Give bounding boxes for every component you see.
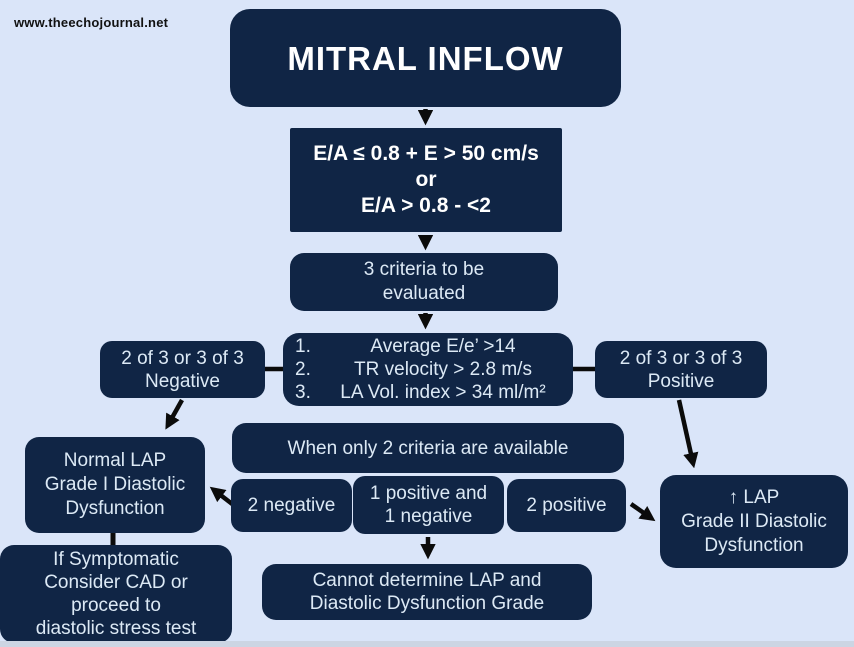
criteria-item: 1. Average E/e’ >14 (287, 335, 565, 358)
when-only-text: When only 2 criteria are available (287, 437, 569, 459)
cannot-line-2: Diastolic Dysfunction Grade (309, 593, 545, 614)
title-text: MITRAL INFLOW (287, 39, 564, 77)
criteria-text: TR velocity > 2.8 m/s (354, 359, 532, 380)
elevated-lap-box: ↑ LAP Grade II Diastolic Dysfunction (660, 475, 848, 568)
ea-criteria-box: E/A ≤ 0.8 + E > 50 cm/s or E/A > 0.8 - <… (290, 128, 562, 232)
criteria-number: 1. (295, 336, 311, 357)
criteria-item: 2. TR velocity > 2.8 m/s (287, 358, 565, 381)
normal-lap-line-3: Dysfunction (65, 498, 165, 519)
normal-lap-box: Normal LAP Grade I Diastolic Dysfunction (25, 437, 205, 533)
criteria-header-line-1: 3 criteria to be (363, 259, 485, 280)
criteria-list-box: 1. Average E/e’ >14 2. TR velocity > 2.8… (283, 333, 573, 406)
criteria-header-line-2: evaluated (382, 283, 466, 304)
criteria-text: Average E/e’ >14 (370, 336, 516, 357)
positive-line-2: Positive (647, 370, 715, 392)
negative-branch-box: 2 of 3 or 3 of 3 Negative (100, 341, 265, 398)
symptomatic-box: If Symptomatic Consider CAD or proceed t… (0, 545, 232, 643)
criteria-number: 3. (295, 382, 311, 403)
negative-line-1: 2 of 3 or 3 of 3 (121, 347, 244, 369)
symptomatic-line-3: proceed to (71, 595, 161, 616)
negative-line-2: Negative (145, 370, 220, 392)
positive-line-1: 2 of 3 or 3 of 3 (619, 347, 743, 369)
symptomatic-line-4: diastolic stress test (35, 618, 197, 639)
criteria-item: 3. LA Vol. index > 34 ml/m² (287, 381, 565, 404)
when-only-two-criteria-box: When only 2 criteria are available (232, 423, 624, 473)
one-pos-line-2: 1 negative (384, 506, 473, 527)
ea-line-1: E/A ≤ 0.8 + E > 50 cm/s (313, 142, 539, 165)
bottom-border-strip (0, 641, 854, 647)
criteria-number: 2. (295, 359, 311, 380)
elevated-lap-line-2: Grade II Diastolic (681, 510, 827, 532)
criteria-text: LA Vol. index > 34 ml/m² (340, 382, 546, 403)
two-positive-text: 2 positive (526, 495, 607, 516)
title-box: MITRAL INFLOW (230, 9, 621, 107)
positive-branch-box: 2 of 3 or 3 of 3 Positive (595, 341, 767, 398)
cannot-determine-box: Cannot determine LAP and Diastolic Dysfu… (262, 564, 592, 620)
cannot-line-1: Cannot determine LAP and (312, 570, 542, 591)
arrow-two-positive-to-elevated-lap (629, 502, 656, 522)
criteria-header-box: 3 criteria to be evaluated (290, 253, 558, 311)
one-pos-line-1: 1 positive and (369, 483, 488, 504)
one-positive-one-negative-box: 1 positive and 1 negative (353, 476, 504, 534)
symptomatic-line-1: If Symptomatic (53, 549, 179, 570)
arrow-positive-to-elevated-lap (676, 399, 699, 469)
elevated-lap-line-1: ↑ LAP (728, 486, 780, 508)
elevated-lap-line-3: Dysfunction (704, 534, 804, 556)
watermark-url: www.theechojournal.net (14, 15, 169, 30)
two-negative-box: 2 negative (231, 479, 352, 532)
ea-line-2: or (415, 168, 437, 191)
normal-lap-line-1: Normal LAP (63, 450, 167, 471)
two-positive-box: 2 positive (507, 479, 626, 532)
two-negative-text: 2 negative (247, 495, 336, 516)
arrow-negative-to-normal-lap (165, 398, 184, 430)
ea-line-3: E/A > 0.8 - <2 (361, 194, 491, 217)
normal-lap-line-2: Grade I Diastolic (44, 474, 186, 495)
symptomatic-line-2: Consider CAD or (44, 572, 188, 593)
